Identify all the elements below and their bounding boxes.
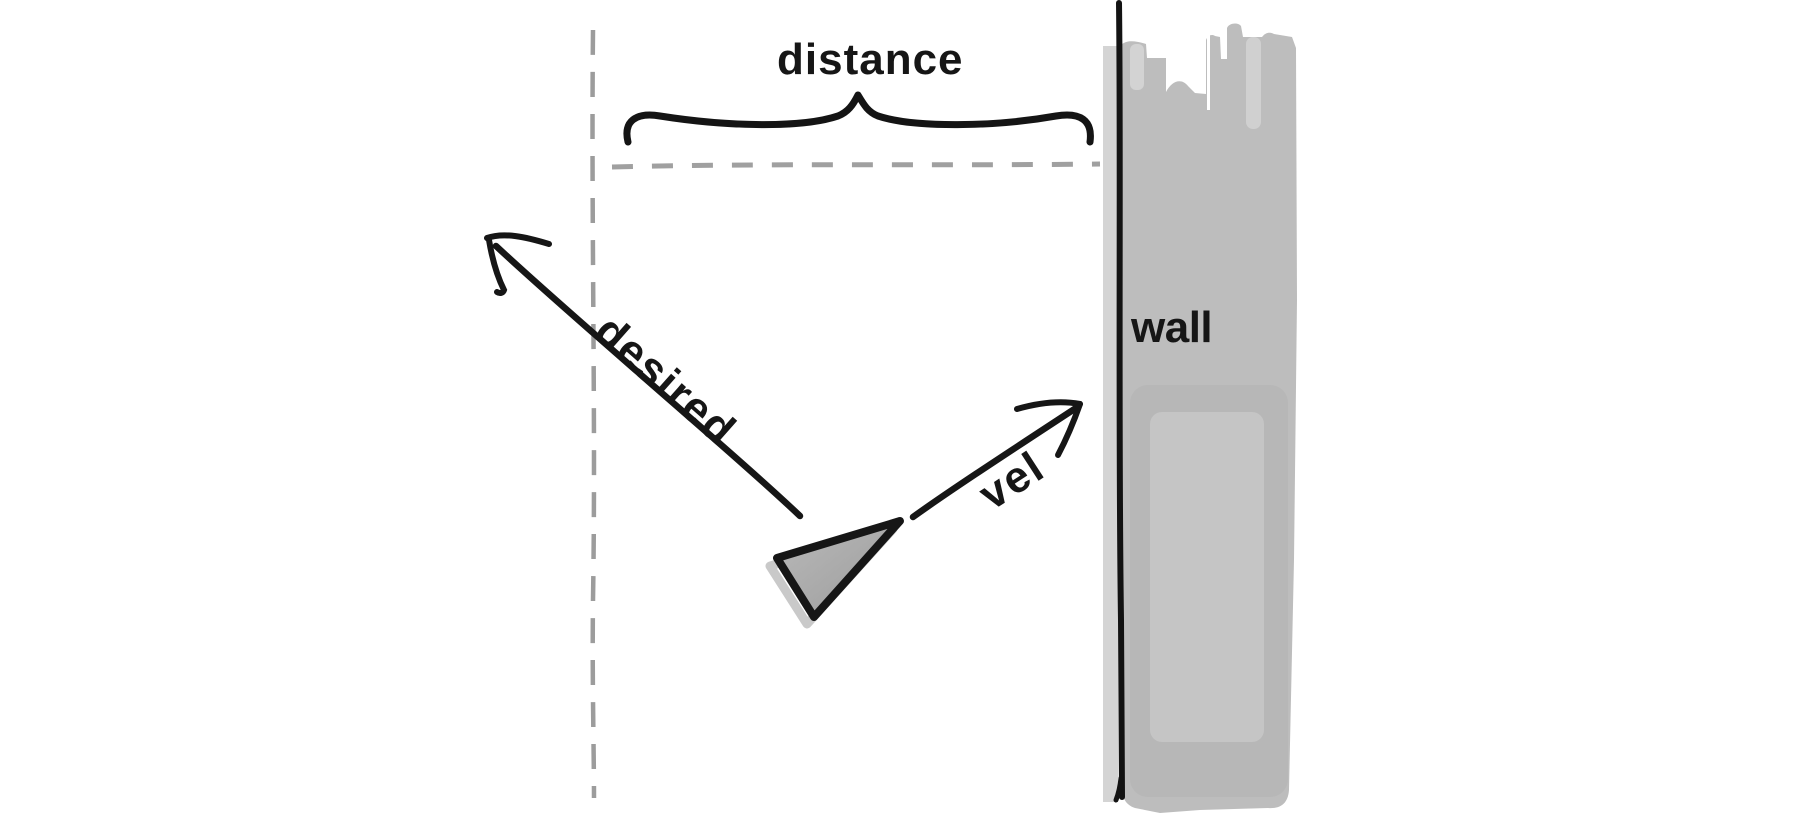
wall bbox=[1103, 0, 1297, 814]
desired-arrowhead-top-barb bbox=[484, 232, 552, 247]
distance-dashed-line bbox=[611, 161, 1101, 170]
desired-arrow-shaft bbox=[492, 242, 804, 520]
distance-brace-path bbox=[623, 91, 1094, 146]
wall-texture-light-1 bbox=[1130, 44, 1144, 90]
vehicle-body bbox=[773, 517, 904, 621]
vel-arrowhead-top-barb bbox=[1014, 399, 1083, 412]
vel-arrow bbox=[909, 399, 1083, 521]
wall-panel-inner bbox=[1150, 412, 1264, 742]
vehicle-triangle bbox=[765, 517, 904, 629]
distance-brace bbox=[623, 91, 1094, 146]
wall-texture-light-2 bbox=[1246, 37, 1261, 129]
distance-dashed-path bbox=[611, 161, 1101, 170]
vel-arrow-shaft bbox=[909, 404, 1080, 521]
wall-edge-line-hook bbox=[1113, 775, 1124, 803]
wall-edge-line bbox=[1116, 0, 1125, 800]
desired-arrow bbox=[484, 232, 804, 520]
desired-arrowhead-side-barb bbox=[486, 237, 508, 297]
boundary-dashed-path bbox=[590, 29, 597, 799]
vel-arrowhead-side-barb bbox=[1055, 401, 1083, 458]
boundary-dashed-line bbox=[590, 29, 597, 799]
distance-label: distance bbox=[777, 35, 964, 84]
wall-notch-white bbox=[1207, 0, 1210, 110]
wall-label: wall bbox=[1131, 303, 1213, 352]
wall-left-light-strip bbox=[1103, 46, 1118, 802]
